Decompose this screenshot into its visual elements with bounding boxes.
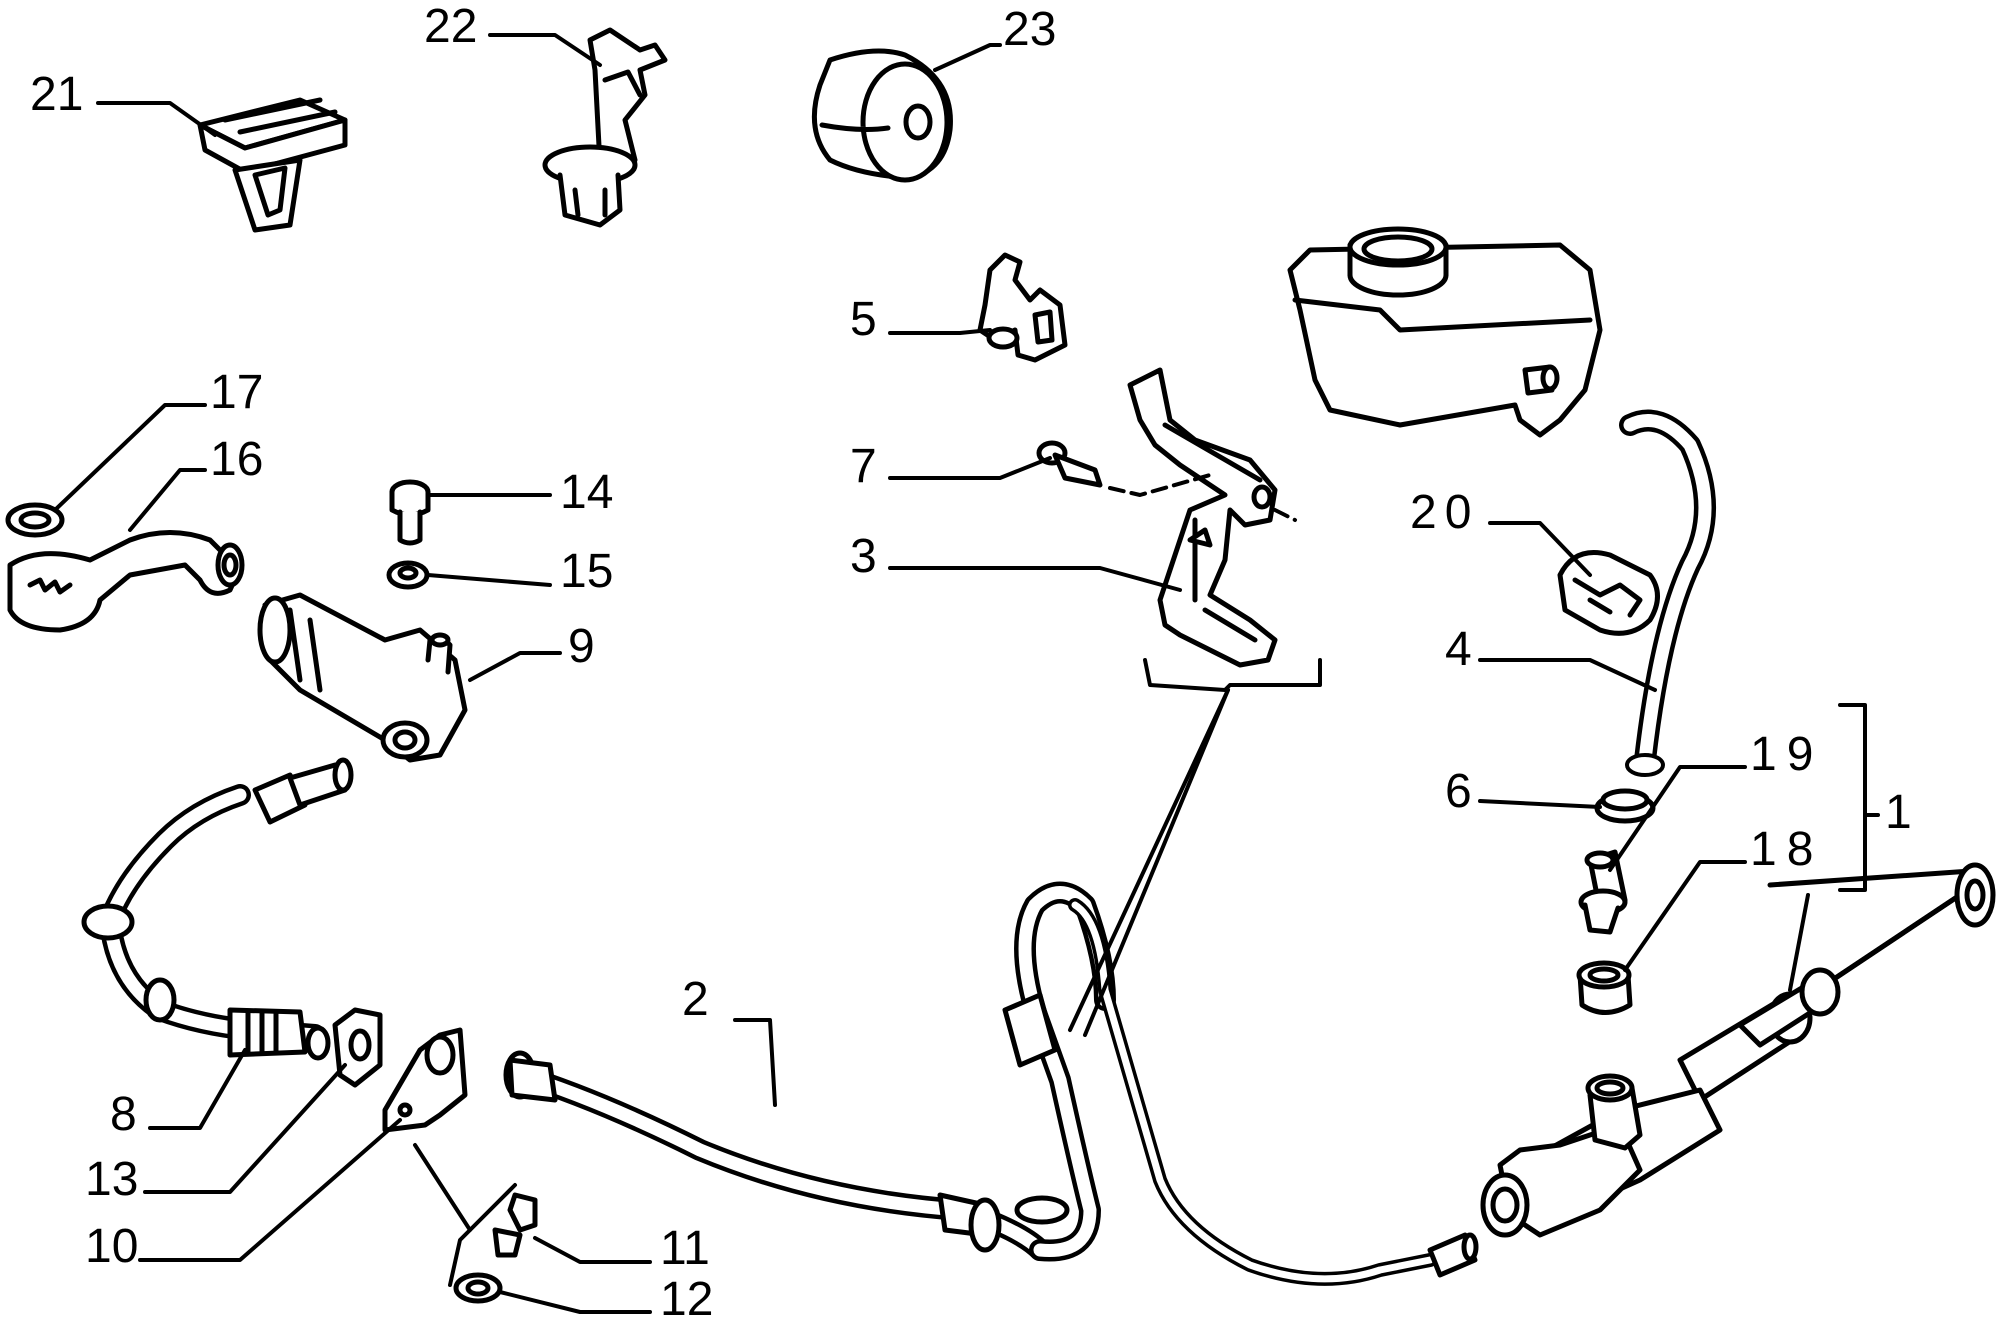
callout-16: 16 — [210, 433, 263, 486]
callout-labels: 21 22 23 5 7 3 20 4 6 19 18 1 17 16 14 1… — [30, 0, 1912, 1321]
callout-12: 12 — [660, 1273, 713, 1321]
part-20-clip — [1557, 550, 1660, 636]
callout-11: 11 — [660, 1222, 710, 1275]
callout-8: 8 — [110, 1088, 137, 1141]
part-8-flexible-hose — [81, 757, 354, 1061]
part-5-pipe-clip — [977, 252, 1068, 363]
callout-23: 23 — [1003, 3, 1056, 56]
part-18-seal — [1576, 960, 1633, 1015]
part-21-clip — [197, 97, 348, 233]
callout-21: 21 — [30, 68, 83, 121]
callout-2: 2 — [682, 973, 709, 1026]
callout-5: 5 — [850, 293, 877, 346]
part-17-washer — [5, 502, 65, 538]
callout-18: 18 — [1750, 823, 1823, 876]
callout-4: 4 — [1445, 623, 1472, 676]
callout-10: 10 — [85, 1220, 138, 1273]
leader-lines — [53, 33, 1880, 1314]
callout-17: 17 — [210, 366, 263, 419]
callout-14: 14 — [560, 466, 613, 519]
part-7-bolt — [1036, 440, 1103, 488]
part-12-washer — [453, 1272, 503, 1304]
callout-6: 6 — [1445, 765, 1472, 818]
part-4-reservoir-hose — [1619, 409, 1716, 777]
part-16-release-lever — [7, 530, 245, 633]
callout-22: 22 — [424, 0, 477, 53]
callout-19: 19 — [1750, 728, 1823, 781]
callout-1: 1 — [1885, 786, 1912, 839]
part-22-hose-clip — [542, 27, 668, 228]
part-6-hose-clamp — [1594, 788, 1656, 824]
part-11-bolt — [492, 1192, 538, 1258]
part-10-bracket — [382, 1027, 468, 1133]
part-23-rubber-bush — [811, 48, 953, 183]
callout-9: 9 — [568, 620, 595, 673]
callout-13: 13 — [85, 1153, 138, 1206]
callout-20: 20 — [1410, 486, 1479, 539]
part-15-washer — [386, 560, 430, 590]
callout-15: 15 — [560, 545, 613, 598]
part-19-connector — [1578, 849, 1628, 935]
part-14-bolt — [389, 479, 431, 546]
master-cylinder — [1480, 862, 1996, 1238]
part-9-slave-cylinder — [257, 592, 468, 763]
callout-3: 3 — [850, 530, 877, 583]
callout-7: 7 — [850, 440, 877, 493]
fluid-reservoir — [1287, 226, 1603, 438]
part-3-pipe-bracket — [1127, 367, 1278, 668]
part-13-gasket — [332, 1007, 383, 1088]
part-2-rigid-pipe — [503, 881, 1479, 1286]
